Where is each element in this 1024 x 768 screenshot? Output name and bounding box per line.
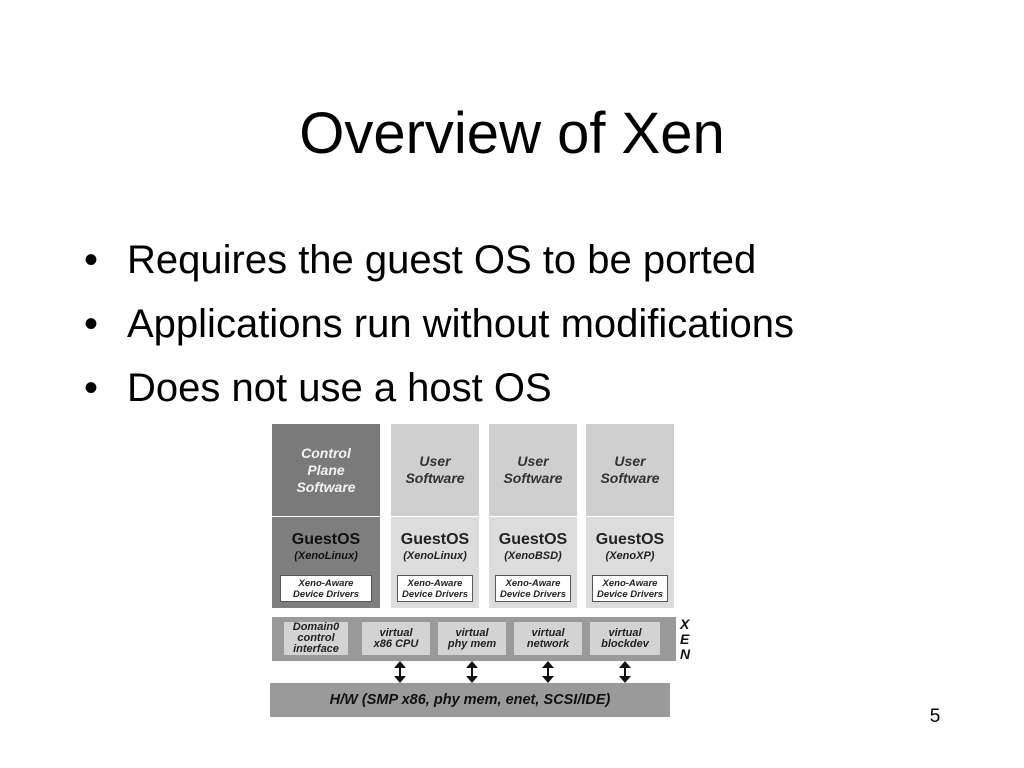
xen-cell-line: x86 CPU (373, 637, 419, 650)
bullet-item: • Does not use a host OS (84, 356, 794, 420)
user-software-box: User Software (489, 424, 577, 516)
guestos-title: GuestOS (595, 531, 665, 548)
bidirectional-arrow-icon (542, 661, 554, 683)
virtual-network-box: virtual network (514, 622, 582, 655)
driver-label-line: Device Drivers (499, 589, 567, 600)
driver-label-line: Xeno-Aware (298, 578, 354, 589)
xen-cell-line: Domain0 (292, 621, 340, 633)
xen-cell-line: control (297, 632, 335, 644)
user-software-box: User Software (391, 424, 479, 516)
guestos-subtitle: (XenoBSD) (504, 550, 562, 562)
box-label-line: Control (301, 444, 351, 461)
box-label-line: User (614, 453, 646, 469)
control-plane-software-box: Control Plane Software (272, 424, 380, 516)
guestos-title: GuestOS (400, 531, 470, 548)
xen-label-letter: X (680, 616, 690, 632)
driver-label-line: Xeno-Aware (407, 578, 463, 589)
device-drivers-box: Xeno-Aware Device Drivers (280, 575, 372, 602)
xen-cell-line: interface (293, 643, 339, 655)
xen-label-letter: E (680, 631, 690, 647)
box-label-line: Software (296, 478, 356, 495)
bullet-item: • Applications run without modifications (84, 292, 794, 356)
guestos-title: GuestOS (498, 531, 568, 548)
slide-title: Overview of Xen (299, 101, 725, 166)
virtual-blockdev-box: virtual blockdev (590, 622, 660, 655)
bullet-text: Applications run without modifications (127, 302, 795, 346)
box-label-line: Software (405, 470, 465, 486)
device-drivers-box: Xeno-Aware Device Drivers (592, 575, 668, 602)
guestos-box: GuestOS (XenoBSD) Xeno-Aware Device Driv… (489, 517, 577, 608)
xen-cell-line: virtual (455, 626, 489, 639)
box-label-line: Software (503, 470, 563, 486)
xen-cell-line: virtual (531, 626, 565, 639)
virtual-memory-box: virtual phy mem (438, 622, 506, 655)
virtual-cpu-box: virtual x86 CPU (362, 622, 430, 655)
guestos-box: GuestOS (XenoLinux) Xeno-Aware Device Dr… (391, 517, 479, 608)
bullet-text: Requires the guest OS to be ported (127, 238, 757, 282)
xen-cell-line: phy mem (447, 637, 497, 650)
domain0-control-interface-box: Domain0 control interface (284, 622, 348, 655)
driver-label-line: Device Drivers (596, 589, 664, 600)
device-drivers-box: Xeno-Aware Device Drivers (397, 575, 473, 602)
driver-label-line: Xeno-Aware (505, 578, 561, 589)
box-label-line: User (517, 453, 549, 469)
hardware-layer-bar: H/W (SMP x86, phy mem, enet, SCSI/IDE) (270, 683, 670, 717)
bullet-marker: • (84, 238, 99, 282)
box-label-line: Software (600, 470, 660, 486)
xen-cell-line: network (526, 637, 570, 650)
bullet-list: • Requires the guest OS to be ported • A… (84, 228, 794, 420)
guestos-box: GuestOS (XenoLinux) Xeno-Aware Device Dr… (272, 517, 380, 608)
bidirectional-arrow-icon (394, 661, 406, 683)
guestos-box: GuestOS (XenoXP) Xeno-Aware Device Drive… (586, 517, 674, 608)
guestos-subtitle: (XenoLinux) (294, 550, 358, 562)
xen-cell-line: blockdev (601, 637, 649, 650)
user-software-box: User Software (586, 424, 674, 516)
xen-cell-line: virtual (379, 626, 413, 639)
xen-cell-line: virtual (608, 626, 642, 639)
driver-label-line: Device Drivers (401, 589, 469, 600)
guestos-title: GuestOS (291, 531, 361, 548)
driver-label-line: Xeno-Aware (602, 578, 658, 589)
box-label-line: Plane (307, 461, 345, 478)
bullet-marker: • (84, 366, 99, 410)
box-label-line: User (419, 453, 451, 469)
bidirectional-arrow-icon (619, 661, 631, 683)
xen-label-letter: N (680, 646, 691, 662)
guestos-subtitle: (XenoLinux) (403, 550, 467, 562)
device-drivers-box: Xeno-Aware Device Drivers (495, 575, 571, 602)
bullet-item: • Requires the guest OS to be ported (84, 228, 794, 292)
bullet-text: Does not use a host OS (127, 366, 552, 410)
bullet-marker: • (84, 302, 99, 346)
page-number: 5 (929, 706, 941, 727)
guestos-subtitle: (XenoXP) (605, 550, 655, 562)
bidirectional-arrow-icon (466, 661, 478, 683)
xen-architecture-diagram: Control Plane Software GuestOS (XenoLinu… (270, 424, 700, 720)
driver-label-line: Device Drivers (292, 589, 360, 600)
